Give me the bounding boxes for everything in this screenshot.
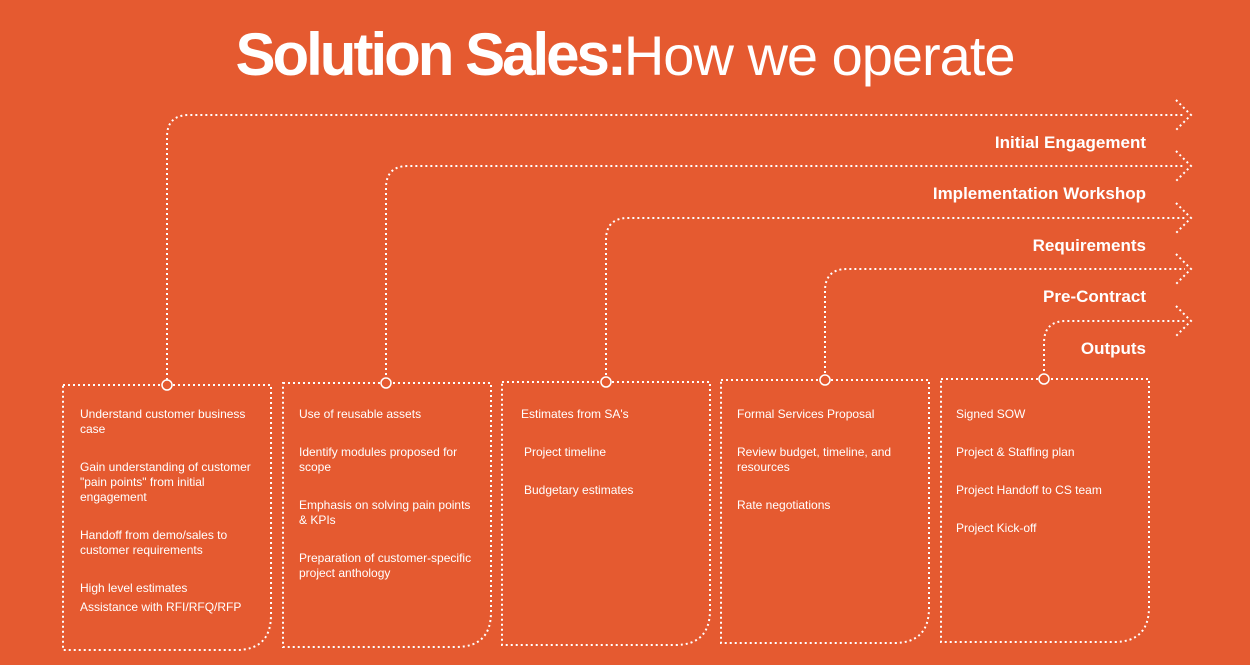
box-requirements [501, 381, 711, 646]
box-implementation-workshop [282, 382, 492, 648]
stage-label-requirements: Requirements [1032, 236, 1146, 255]
arrowhead-requirements [1175, 202, 1193, 234]
stage-label-pre-contract: Pre-Contract [1043, 287, 1146, 306]
junction-circle [819, 374, 831, 386]
arrowhead-pre-contract [1175, 253, 1193, 285]
stage-label-implementation-workshop: Implementation Workshop [932, 184, 1146, 203]
junction-circle [1038, 373, 1050, 385]
connector-outputs [1043, 320, 1185, 376]
box-item: Use of reusable assets [299, 407, 422, 421]
box-item: Rate negotiations [737, 498, 831, 512]
box-item: Handoff from demo/sales to customer requ… [80, 528, 228, 557]
junction-circle [161, 379, 173, 391]
stage-label-outputs: Outputs [1080, 339, 1146, 358]
box-item: Emphasis on solving pain points & KPIs [299, 498, 471, 527]
page-title: Solution Sales:How we operate [0, 20, 1250, 89]
junction-circle [380, 377, 392, 389]
box-item: Gain understanding of customer "pain poi… [80, 460, 251, 504]
box-item: Project Kick-off [956, 521, 1037, 535]
box-content-outputs: Signed SOW Project & Staffing plan Proje… [956, 407, 1136, 559]
box-item: Project & Staffing plan [956, 445, 1075, 459]
connector-pre-contract [824, 268, 1185, 378]
box-item: Budgetary estimates [524, 483, 634, 497]
box-pre-contract [720, 379, 930, 644]
arrowhead-initial-engagement [1175, 99, 1193, 131]
box-item: Project timeline [524, 445, 607, 459]
box-item: Signed SOW [956, 407, 1026, 421]
connector-initial-engagement [166, 114, 1185, 380]
title-bold: Solution Sales: [235, 21, 626, 88]
box-item: Assistance with RFI/RFQ/RFP [80, 600, 242, 614]
arrowhead-outputs [1175, 305, 1193, 337]
arrowhead-implementation-workshop [1175, 150, 1193, 182]
box-item: Formal Services Proposal [737, 407, 875, 421]
box-content-pre-contract: Formal Services Proposal Review budget, … [737, 407, 912, 536]
stage-label-initial-engagement: Initial Engagement [994, 133, 1146, 152]
box-content-requirements: Estimates from SA's Project timeline Bud… [521, 407, 701, 521]
box-item: Project Handoff to CS team [956, 483, 1102, 497]
box-content-implementation-workshop: Use of reusable assets Identify modules … [299, 407, 479, 604]
box-initial-engagement [62, 384, 272, 651]
junction-circle [600, 376, 612, 388]
box-item: Preparation of customer-specific project… [299, 551, 472, 580]
box-content-initial-engagement: Understand customer business case Gain u… [80, 407, 255, 638]
box-item: Estimates from SA's [521, 407, 629, 421]
box-outputs [940, 378, 1150, 643]
connector-requirements [605, 217, 1185, 380]
box-item: Identify modules proposed for scope [299, 445, 458, 474]
box-item: High level estimates [80, 581, 188, 595]
box-item: Understand customer business case [80, 407, 246, 436]
box-item: Review budget, timeline, and resources [737, 445, 892, 474]
title-light: How we operate [623, 24, 1016, 87]
